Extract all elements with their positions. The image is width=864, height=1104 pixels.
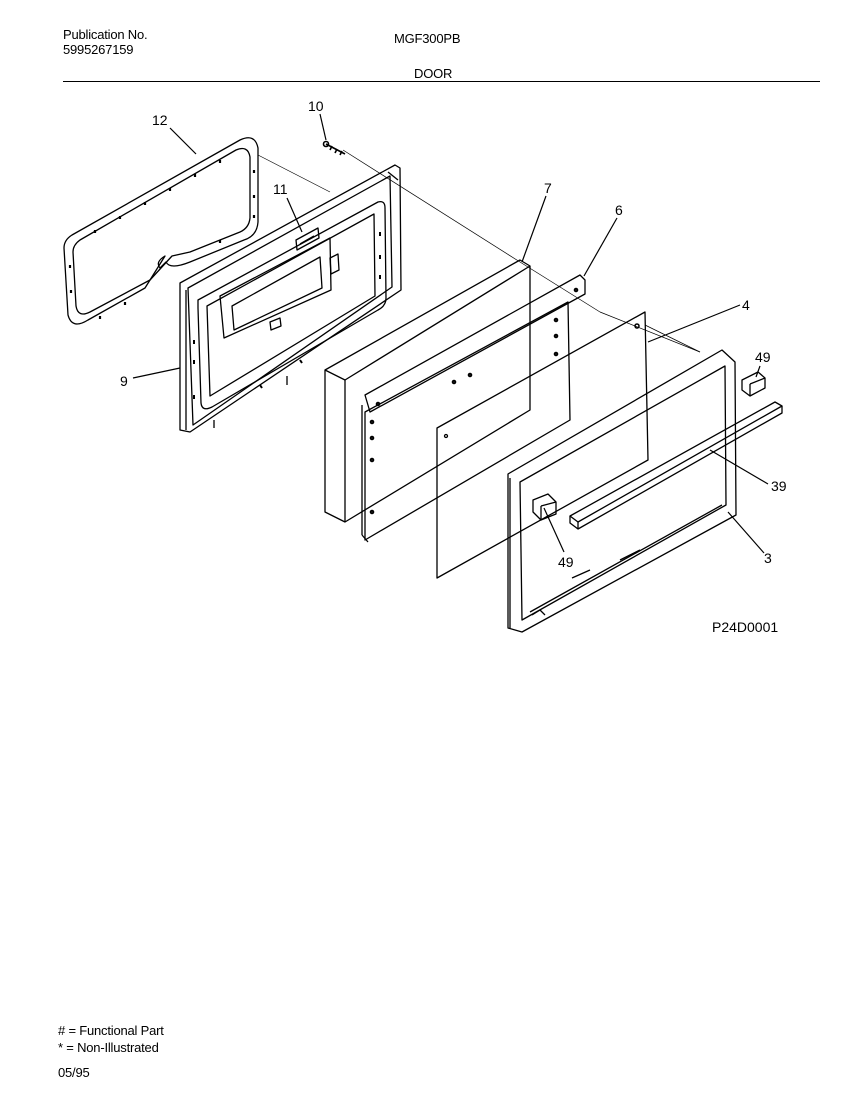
publication-number: 5995267159 — [63, 42, 134, 57]
door-handle — [569, 401, 783, 530]
diagram-id: P24D0001 — [712, 619, 778, 635]
heat-shield — [361, 274, 586, 543]
callout-39: 39 — [771, 478, 787, 494]
callout-6: 6 — [615, 202, 623, 218]
handle-end-cap-left — [532, 493, 557, 521]
gasket-clips — [68, 160, 256, 319]
publication-date: 05/95 — [58, 1065, 90, 1080]
publication-label: Publication No. — [63, 27, 148, 42]
callout-7: 7 — [544, 180, 552, 196]
door-gasket — [63, 137, 259, 325]
latch-bracket — [295, 227, 320, 251]
callout-9: 9 — [120, 373, 128, 389]
inner-door-frame — [179, 164, 402, 433]
header-divider — [63, 81, 820, 82]
callout-3: 3 — [764, 550, 772, 566]
callout-49-right: 49 — [755, 349, 771, 365]
callout-49-left: 49 — [558, 554, 574, 570]
section-title: DOOR — [414, 66, 453, 81]
callout-11: 11 — [273, 181, 288, 197]
outer-door-panel — [507, 349, 737, 633]
window-glass — [436, 311, 649, 579]
door-screw — [322, 140, 346, 156]
alignment-guides — [257, 149, 701, 353]
callout-12: 12 — [152, 112, 168, 128]
callout-10: 10 — [308, 98, 324, 114]
handle-end-cap-right — [741, 371, 766, 397]
frame-clips — [193, 232, 381, 399]
legend-non-illustrated: * = Non-Illustrated — [58, 1040, 159, 1055]
model-number: MGF300PB — [394, 31, 461, 46]
legend-functional: # = Functional Part — [58, 1023, 164, 1038]
callout-leaders — [132, 113, 769, 554]
door-insulation — [324, 259, 531, 523]
callout-4: 4 — [742, 297, 750, 313]
